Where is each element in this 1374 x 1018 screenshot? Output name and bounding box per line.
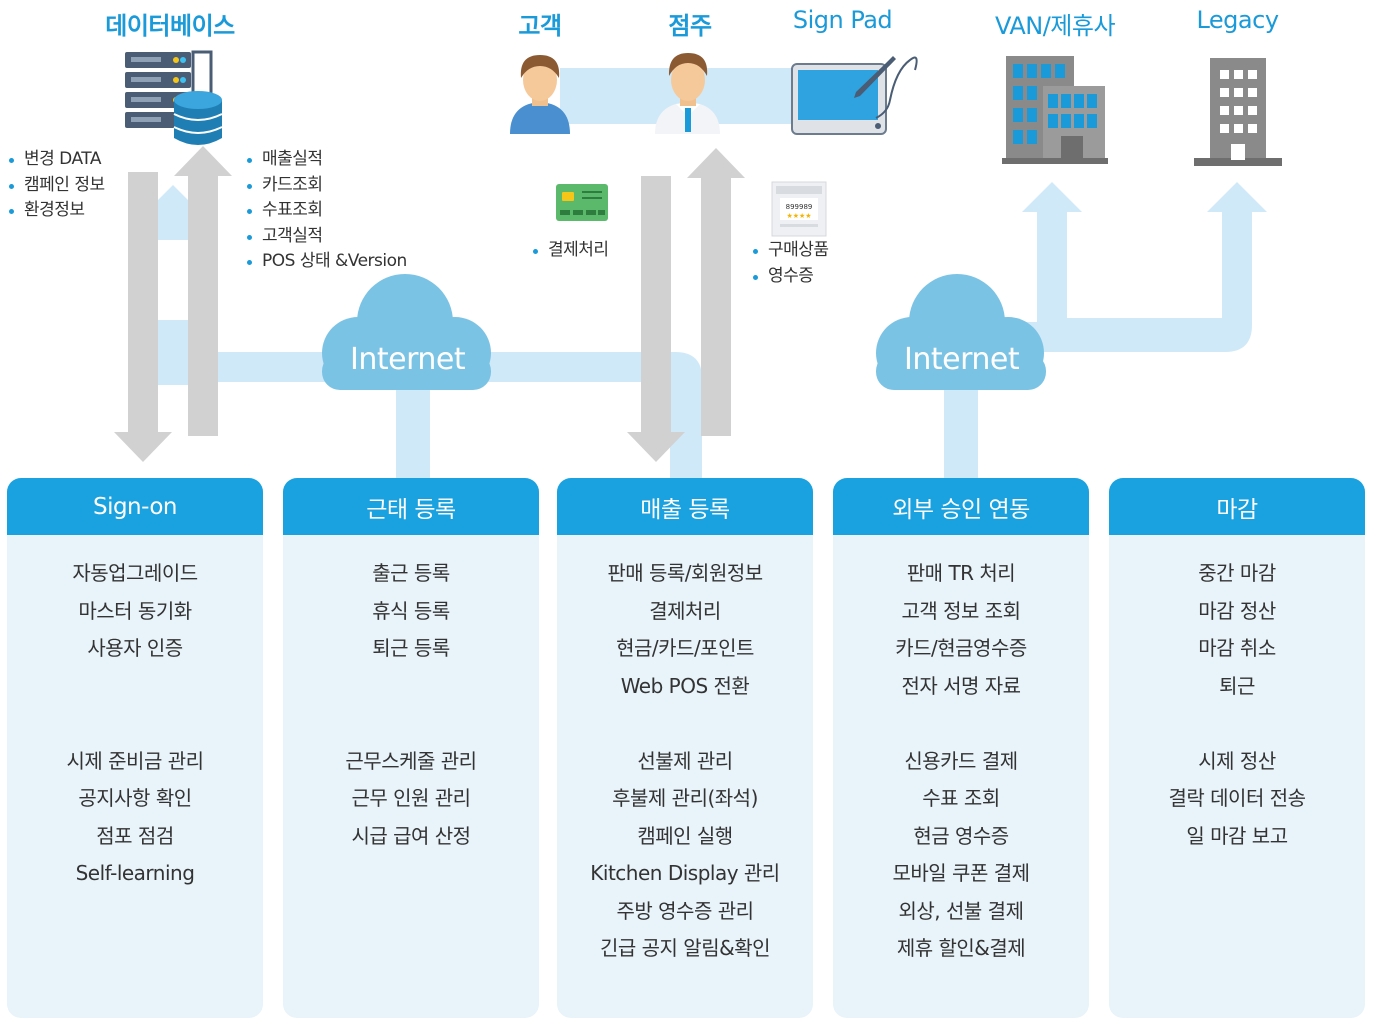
bullet-item: 결제처리 <box>532 238 609 264</box>
card-item: 판매 등록/회원정보 <box>607 561 763 585</box>
card-item: 중간 마감 <box>1198 561 1276 585</box>
db-left-bullets: 변경 DATA 캠페인 정보 환경정보 <box>8 147 105 224</box>
bullet-item: 구매상품 <box>752 238 829 264</box>
arrow-owner-down <box>627 176 685 462</box>
card-item: 전자 서명 자료 <box>901 673 1021 698</box>
label-owner: 점주 <box>668 12 712 40</box>
card-item: 카드/현금영수증 <box>895 636 1027 660</box>
card-item: 신용카드 결제 <box>904 748 1018 773</box>
label-customer: 고객 <box>518 12 562 40</box>
card-item: 휴식 등록 <box>372 598 450 623</box>
card-item: 현금/카드/포인트 <box>616 636 754 660</box>
card-item: 자동업그레이드 <box>72 561 198 585</box>
svg-text:★★★★: ★★★★ <box>786 212 811 220</box>
card-item: 현금 영수증 <box>913 823 1009 848</box>
card-title: 외부 승인 연동 <box>833 478 1089 535</box>
van-building-icon <box>1002 56 1108 164</box>
card-item: 고객 정보 조회 <box>901 598 1021 623</box>
flow-left-stub <box>158 320 188 385</box>
card-item: 시급 급여 산정 <box>351 823 471 848</box>
bullet-item: 매출실적 <box>246 147 407 173</box>
card-attendance: 근태 등록 출근 등록 휴식 등록 퇴근 등록 근무스케줄 관리 근무 인원 관… <box>283 478 539 1018</box>
cloud-label-right: Internet <box>904 342 1020 377</box>
arrow-owner-up <box>687 148 745 436</box>
card-item: 결제처리 <box>649 598 721 623</box>
arrow-database-down <box>114 172 172 462</box>
card-item: 근무스케줄 관리 <box>345 748 477 773</box>
card-item: 외상, 선불 결제 <box>898 898 1024 923</box>
flow-arrow-to-legacy <box>1207 182 1267 212</box>
card-title: 매출 등록 <box>557 478 813 535</box>
bullet-item: 카드조회 <box>246 173 407 199</box>
owner-avatar-icon <box>655 53 720 134</box>
card-item: 일 마감 보고 <box>1186 823 1288 848</box>
card-item: 근무 인원 관리 <box>351 786 471 810</box>
card-item: 사용자 인증 <box>87 636 183 660</box>
flow-right-branch <box>1020 210 1252 352</box>
card-item: 시제 정산 <box>1198 748 1276 773</box>
bullet-item: 캠페인 정보 <box>8 173 105 199</box>
card-item: 모바일 쿠폰 결제 <box>892 861 1030 885</box>
card-item: 제휴 할인&결제 <box>896 936 1026 960</box>
label-signpad: Sign Pad <box>792 6 893 34</box>
card-item: 점포 점검 <box>96 823 174 848</box>
bullet-item: 수표조회 <box>246 198 407 224</box>
card-item: Web POS 전환 <box>620 673 750 698</box>
legacy-building-icon <box>1194 58 1282 166</box>
card-item: 후불제 관리(좌석) <box>612 786 758 810</box>
gray-arrows <box>114 146 745 462</box>
card-item: 결락 데이터 전송 <box>1168 786 1306 810</box>
flow-cloud-left-down <box>396 380 430 480</box>
receipt-icon: 899989 ★★★★ <box>771 181 827 237</box>
flow-cloud-right-down <box>944 380 978 480</box>
flow-arrow-to-van <box>1022 182 1082 212</box>
card-closing: 마감 중간 마감 마감 정산 마감 취소 퇴근 시제 정산 결락 데이터 전송 … <box>1109 478 1365 1018</box>
customer-avatar-icon <box>510 55 570 134</box>
label-legacy: Legacy <box>1196 6 1279 34</box>
card-item: 수표 조회 <box>922 786 1000 810</box>
card-item: Self-learning <box>75 861 195 885</box>
arrow-database-up <box>174 146 232 436</box>
card-item: 긴급 공지 알림&확인 <box>599 936 771 960</box>
card-sign-on: Sign-on 자동업그레이드 마스터 동기화 사용자 인증 시제 준비금 관리… <box>7 478 263 1018</box>
card-sales: 매출 등록 판매 등록/회원정보 결제처리 현금/카드/포인트 Web POS … <box>557 478 813 1018</box>
card-external-approval: 외부 승인 연동 판매 TR 처리 고객 정보 조회 카드/현금영수증 전자 서… <box>833 478 1089 1018</box>
card-item: 마감 취소 <box>1198 636 1276 660</box>
credit-card-icon <box>556 184 608 221</box>
label-van: VAN/제휴사 <box>994 12 1116 40</box>
label-database: 데이터베이스 <box>105 12 235 40</box>
card-item: 캠페인 실행 <box>637 823 733 848</box>
card-item: 퇴근 <box>1219 673 1255 698</box>
card-item: 공지사항 확인 <box>78 786 192 810</box>
card-item: 주방 영수증 관리 <box>616 898 754 923</box>
cloud-icon <box>876 274 1046 390</box>
card-title: Sign-on <box>7 478 263 535</box>
bullet-item: 고객실적 <box>246 224 407 250</box>
bullet-item: POS 상태 &Version <box>246 249 407 275</box>
bullet-item: 변경 DATA <box>8 147 105 173</box>
signpad-icon <box>791 56 918 135</box>
card-item: 마감 정산 <box>1198 598 1276 623</box>
card-item: 판매 TR 처리 <box>906 561 1016 585</box>
card-item: 출근 등록 <box>372 561 450 585</box>
receipt-bullets: 구매상품 영수증 <box>752 238 829 289</box>
flow-lines <box>143 68 1267 480</box>
card-title: 마감 <box>1109 478 1365 535</box>
bullet-item: 환경정보 <box>8 198 105 224</box>
payment-bullets: 결제처리 <box>532 238 609 264</box>
db-right-bullets: 매출실적 카드조회 수표조회 고객실적 POS 상태 &Version <box>246 147 407 275</box>
cloud-icon <box>322 274 491 390</box>
cloud-label-left: Internet <box>350 342 466 377</box>
card-item: Kitchen Display 관리 <box>590 861 780 885</box>
database-server-icon <box>125 50 223 145</box>
card-item: 마스터 동기화 <box>78 598 192 623</box>
bullet-item: 영수증 <box>752 264 829 290</box>
svg-text:899989: 899989 <box>786 203 813 211</box>
card-title: 근태 등록 <box>283 478 539 535</box>
card-item: 시제 준비금 관리 <box>66 748 204 773</box>
card-item: 퇴근 등록 <box>372 636 450 660</box>
card-item: 선불제 관리 <box>637 748 733 773</box>
